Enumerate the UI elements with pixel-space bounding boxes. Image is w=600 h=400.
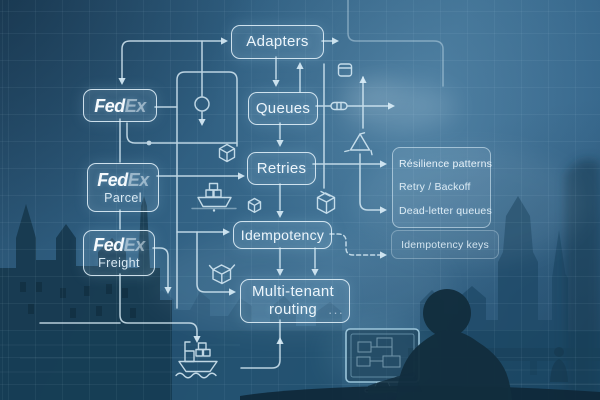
connectors bbox=[39, 0, 444, 369]
fedex-logo: FedEx bbox=[93, 236, 145, 254]
fedex-logo-light: Ex bbox=[124, 95, 147, 116]
fedex-sub-label: Parcel bbox=[104, 190, 142, 205]
panel-row-dead-letter-queues: Dead-letter queues bbox=[399, 205, 492, 218]
node-circle-icon bbox=[194, 96, 210, 112]
cube-icon bbox=[218, 143, 236, 163]
panel-row-retry-backoff: Retry / Backoff bbox=[399, 181, 471, 194]
cargo-ship-icon bbox=[191, 182, 237, 212]
building-windows bbox=[20, 282, 136, 318]
fedex-logo-bold: Fed bbox=[97, 169, 128, 190]
carrier-fedex: FedEx bbox=[83, 89, 157, 122]
cycle-icon bbox=[344, 132, 373, 156]
skyline-left bbox=[0, 196, 172, 400]
database-icon bbox=[337, 63, 353, 77]
fedex-logo-bold: Fed bbox=[93, 235, 124, 255]
fog-patch bbox=[150, 233, 450, 337]
fedex-logo: FedEx bbox=[97, 171, 149, 189]
node-idempotency-label: Idempotency bbox=[240, 227, 325, 243]
carrier-fedex-parcel: FedEx Parcel bbox=[87, 163, 159, 212]
distant-person-silhouette bbox=[550, 347, 568, 382]
arrowheads bbox=[118, 37, 395, 344]
routing-label-line2: routing bbox=[269, 301, 317, 318]
node-retries: Retries bbox=[247, 152, 316, 185]
open-package-icon bbox=[208, 264, 236, 285]
connector-pill-icon bbox=[330, 101, 348, 111]
water-streaks bbox=[0, 344, 600, 385]
fedex-sub-label: Freight bbox=[98, 256, 140, 270]
node-adapters-label: Adapters bbox=[246, 33, 309, 50]
idempotency-keys-note: Idempotency keys bbox=[391, 230, 499, 259]
cloud-icon bbox=[340, 78, 456, 131]
node-idempotency: Idempotency bbox=[233, 221, 332, 249]
boat-icon bbox=[175, 341, 218, 379]
storage-bin-icon bbox=[316, 190, 336, 214]
carrier-fedex-freight: FedEx Freight bbox=[83, 230, 155, 276]
dice-package-icon bbox=[247, 197, 262, 213]
node-retries-label: Retries bbox=[256, 159, 307, 177]
node-queues: Queues bbox=[248, 92, 318, 125]
fedex-logo: FedEx bbox=[94, 97, 146, 115]
node-multi-tenant-routing: Multi-tenant routing ··· bbox=[240, 279, 350, 323]
node-adapters: Adapters bbox=[231, 25, 324, 59]
resilience-panel: Résilience patterns Retry / Backoff Dead… bbox=[392, 147, 493, 228]
panel-title: Résilience patterns bbox=[399, 157, 493, 170]
routing-ellipsis: ··· bbox=[328, 305, 344, 320]
fedex-logo-light: Ex bbox=[123, 235, 146, 255]
fog-patch bbox=[355, 147, 585, 263]
person-silhouette-icon bbox=[368, 289, 512, 400]
routing-label-line1: Multi-tenant bbox=[252, 283, 334, 300]
node-queues-label: Queues bbox=[255, 99, 311, 117]
fedex-logo-light: Ex bbox=[127, 169, 150, 190]
junction-dot bbox=[146, 140, 152, 146]
fedex-logo-bold: Fed bbox=[94, 95, 125, 116]
